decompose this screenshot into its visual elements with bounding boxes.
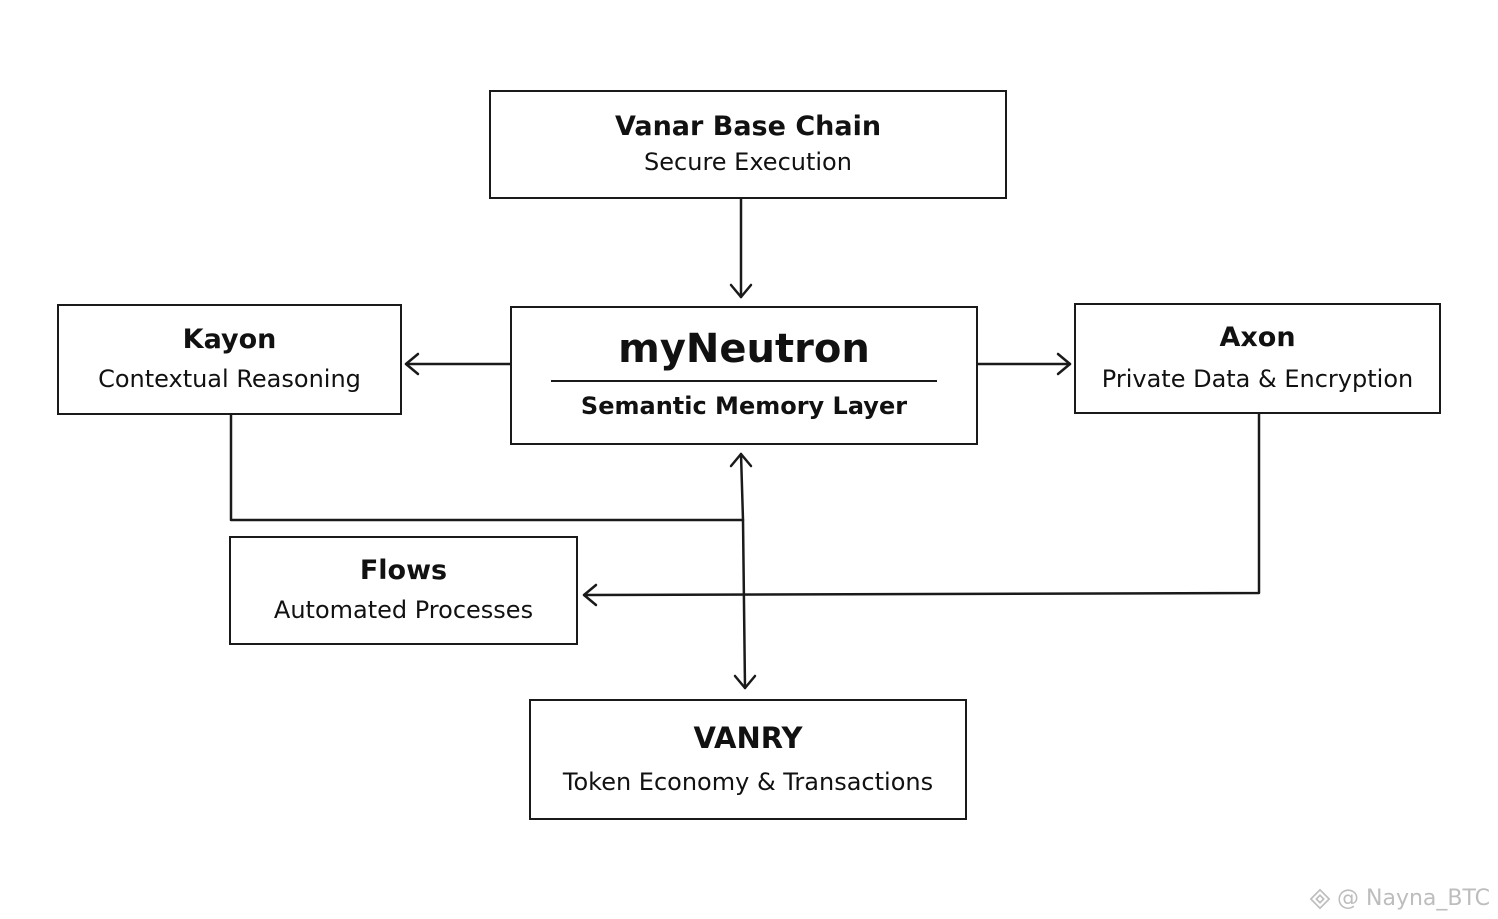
arrowhead-core-to-kayon xyxy=(404,352,420,376)
node-subtitle: Automated Processes xyxy=(273,596,534,625)
binance-diamond-icon xyxy=(1309,888,1331,909)
node-subtitle: Secure Execution xyxy=(644,148,852,177)
node-title: VANRY xyxy=(693,720,803,755)
node-vanry: VANRY Token Economy & Transactions xyxy=(529,699,967,820)
arrowhead-down-to-vanry xyxy=(733,674,757,690)
watermark-text: @ Nayna_BTC xyxy=(1337,886,1490,911)
watermark: @ Nayna_BTC xyxy=(1309,886,1490,911)
node-vanar-base-chain: Vanar Base Chain Secure Execution xyxy=(489,90,1007,199)
node-axon: Axon Private Data & Encryption xyxy=(1074,303,1441,414)
arrowhead-core-to-axon xyxy=(1056,352,1072,376)
node-subtitle: Contextual Reasoning xyxy=(98,365,361,394)
node-myneutron: myNeutron Semantic Memory Layer xyxy=(510,306,978,445)
arrowhead-axon-to-flows xyxy=(582,583,598,607)
node-subtitle: Private Data & Encryption xyxy=(1101,365,1414,394)
node-title: Kayon xyxy=(182,323,277,355)
edge-core-to-vanry xyxy=(739,452,747,690)
node-kayon: Kayon Contextual Reasoning xyxy=(57,304,402,415)
node-title: Axon xyxy=(1219,321,1296,353)
arrowhead-base-to-core xyxy=(729,283,753,299)
node-subtitle: Token Economy & Transactions xyxy=(562,768,934,797)
edge-kayon-to-core xyxy=(229,413,745,522)
node-flows: Flows Automated Processes xyxy=(229,536,578,645)
edge-axon-to-flows xyxy=(582,412,1261,597)
title-divider xyxy=(551,380,937,382)
node-subtitle: Semantic Memory Layer xyxy=(580,392,908,420)
node-title: Vanar Base Chain xyxy=(614,110,882,142)
node-title: Flows xyxy=(359,554,448,586)
arrowhead-up-to-core xyxy=(729,452,753,468)
node-title: myNeutron xyxy=(618,326,870,372)
